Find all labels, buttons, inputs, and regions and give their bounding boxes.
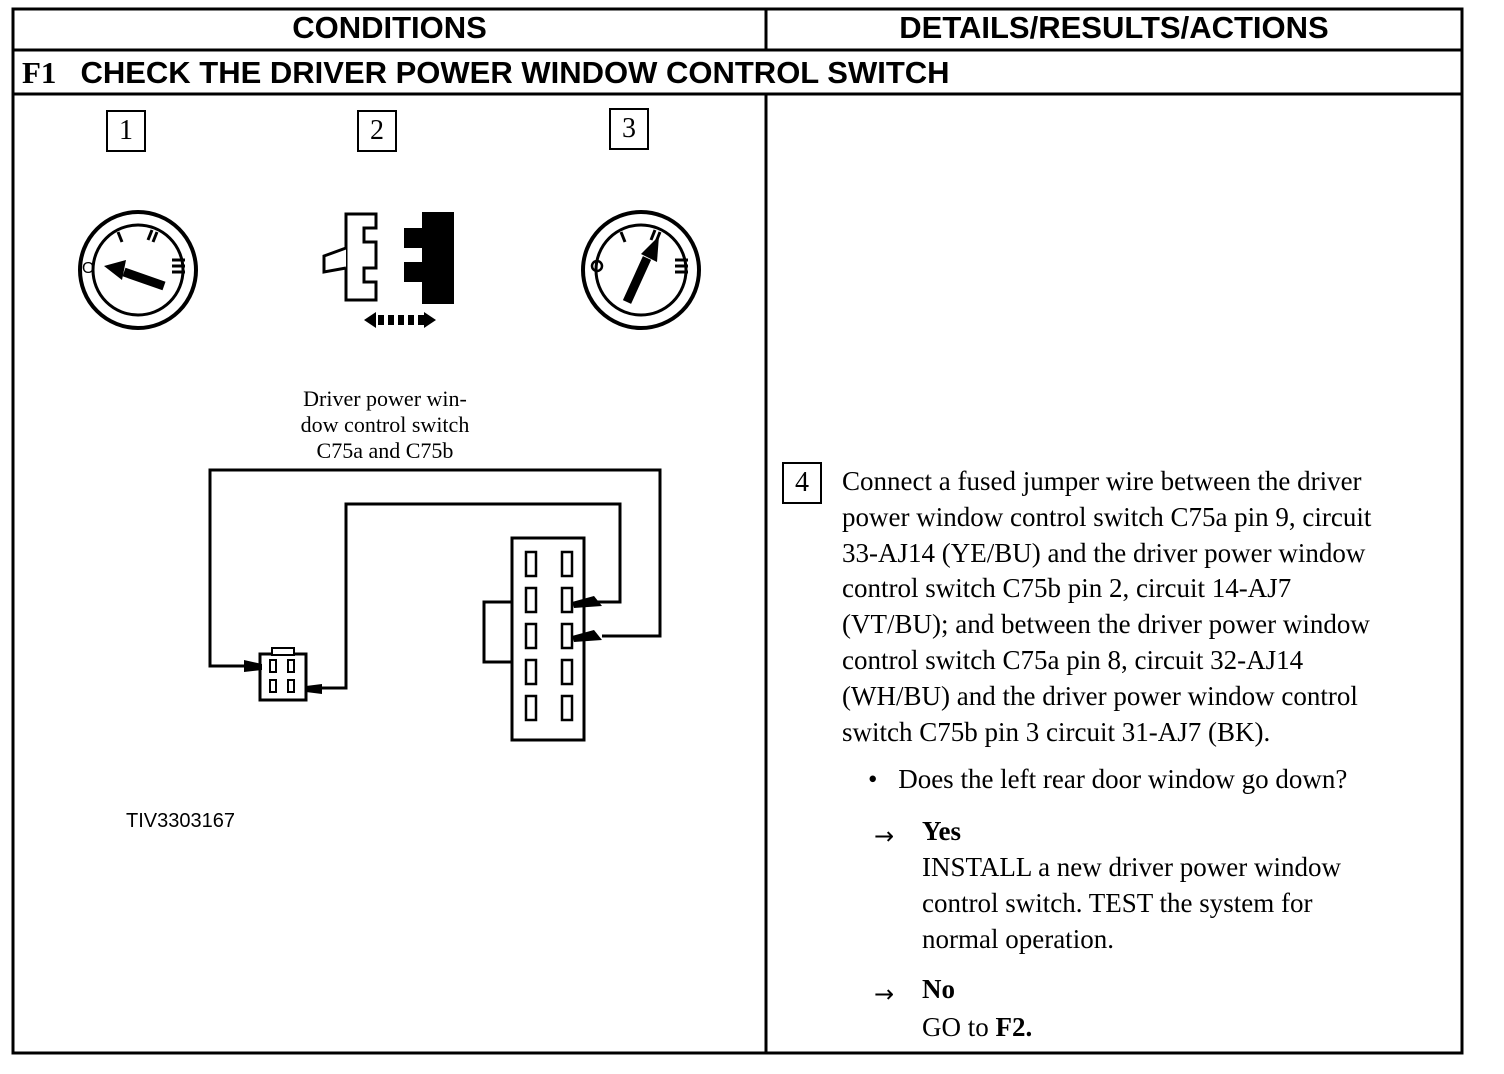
yes-action-line-1: INSTALL a new driver power window [922,852,1341,882]
instruction-line-8: switch C75b pin 3 circuit 31-AJ7 (BK). [842,716,1271,747]
step-box-4: 4 [782,462,822,504]
yes-action-line-3: normal operation. [922,923,1114,954]
header-details: DETAILS/RESULTS/ACTIONS [899,10,1329,45]
yes-action: INSTALL a new driver power window contro… [922,850,1341,957]
question-item: • Does the left rear door window go down… [868,764,1347,795]
no-arrow-icon: → [874,980,895,1008]
step-title-text: CHECK THE DRIVER POWER WINDOW CONTROL SW… [80,55,950,90]
ignition-switch-run-icon [581,210,701,330]
instruction-line-4: control switch C75b pin 2, circuit 14-AJ… [842,573,1292,604]
ignition-position-label: O [82,260,94,277]
ignition-switch-off-icon: O [78,210,198,330]
no-action: GO to F2. [922,1010,1032,1046]
instruction-text: Connect a fused jumper wire between the … [842,464,1452,750]
no-action-prefix: GO to [922,1012,996,1042]
figure-id: TIV3303167 [126,810,235,832]
step-box-3: 3 [609,108,649,150]
no-label: No [922,974,955,1004]
diagram-caption-line-2: dow control switch [300,412,470,437]
step-box-2: 2 [357,110,397,152]
step-number: F1 [22,55,57,90]
diagram-caption-line-1: Driver power win- [303,386,467,411]
connector-c75b [258,652,308,702]
yes-arrow-icon: → [874,822,895,850]
question-text: Does the left rear door window go down? [898,764,1348,794]
step-title: F1 CHECK THE DRIVER POWER WINDOW CONTROL … [22,55,950,91]
step-box-1: 1 [106,110,146,152]
instruction-line-7: (WH/BU) and the driver power window cont… [842,680,1358,711]
no-action-target-link[interactable]: F2. [995,1012,1033,1042]
header-conditions: CONDITIONS [292,10,487,45]
jumper-wiring-diagram [208,468,662,742]
diagram-caption-line-3: C75a and C75b [316,438,454,463]
instruction-line-1: Connect a fused jumper wire between the … [842,466,1362,496]
instruction-line-6: control switch C75a pin 8, circuit 32-AJ… [842,644,1304,675]
connector-disconnect-icon [322,212,454,328]
instruction-line-2: power window control switch C75a pin 9, … [842,501,1372,532]
diagram-caption: Driver power win- dow control switch C75… [270,386,500,464]
yes-action-line-2: control switch. TEST the system for [922,887,1313,918]
yes-label: Yes [922,816,961,846]
instruction-line-5: (VT/BU); and between the driver power wi… [842,609,1370,640]
bullet-icon: • [868,764,878,794]
instruction-line-3: 33-AJ14 (YE/BU) and the driver power win… [842,537,1366,568]
